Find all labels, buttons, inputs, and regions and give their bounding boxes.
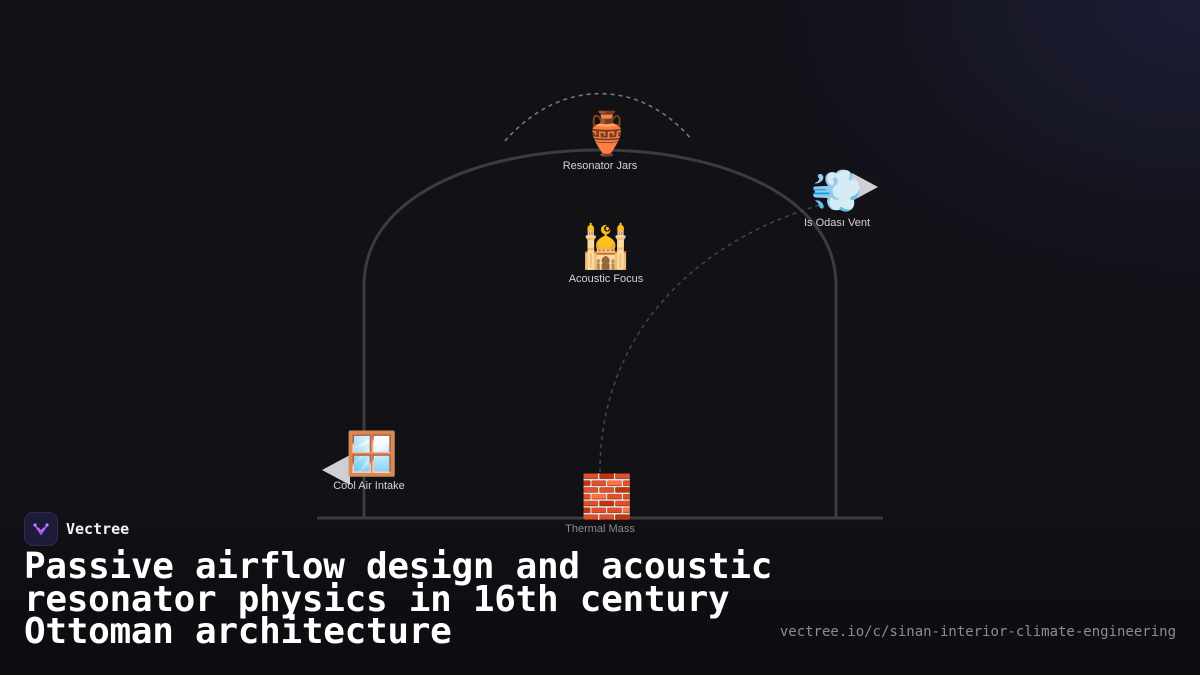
brand-name: Vectree bbox=[66, 520, 130, 538]
mosque-icon: 🕌 bbox=[579, 225, 633, 271]
node-resonator-jars: 🏺 Resonator Jars bbox=[563, 111, 638, 172]
sound-path bbox=[504, 92, 693, 142]
dome-outline bbox=[362, 148, 838, 518]
window-icon: 🪟 bbox=[345, 432, 399, 478]
node-thermal-mass: 🧱 Thermal Mass bbox=[565, 474, 635, 535]
node-label: Is Odası Vent bbox=[803, 217, 871, 229]
node-label: Thermal Mass bbox=[565, 523, 635, 535]
node-label: Acoustic Focus bbox=[568, 273, 644, 285]
brand: Vectree bbox=[24, 512, 129, 546]
exhaust-arrow-icon bbox=[852, 173, 878, 201]
vectree-logo-icon bbox=[24, 512, 58, 546]
page-title: Passive airflow design and acoustic reso… bbox=[24, 546, 773, 652]
node-label: Cool Air Intake bbox=[333, 480, 405, 492]
brick-icon: 🧱 bbox=[580, 475, 634, 521]
source-url: vectree.io/c/sinan-interior-climate-engi… bbox=[779, 624, 1176, 640]
node-cool-air-intake: 🪟 Cool Air Intake bbox=[333, 431, 405, 492]
node-is-odasi-vent: 💨 Is Odası Vent bbox=[804, 168, 870, 229]
node-label: Resonator Jars bbox=[562, 160, 638, 172]
intake-arrow-icon bbox=[322, 455, 350, 485]
air-flow-path bbox=[599, 204, 821, 473]
node-acoustic-focus: 🕌 Acoustic Focus bbox=[569, 224, 644, 285]
wind-icon: 💨 bbox=[810, 169, 864, 215]
amphora-icon: 🏺 bbox=[580, 112, 634, 158]
